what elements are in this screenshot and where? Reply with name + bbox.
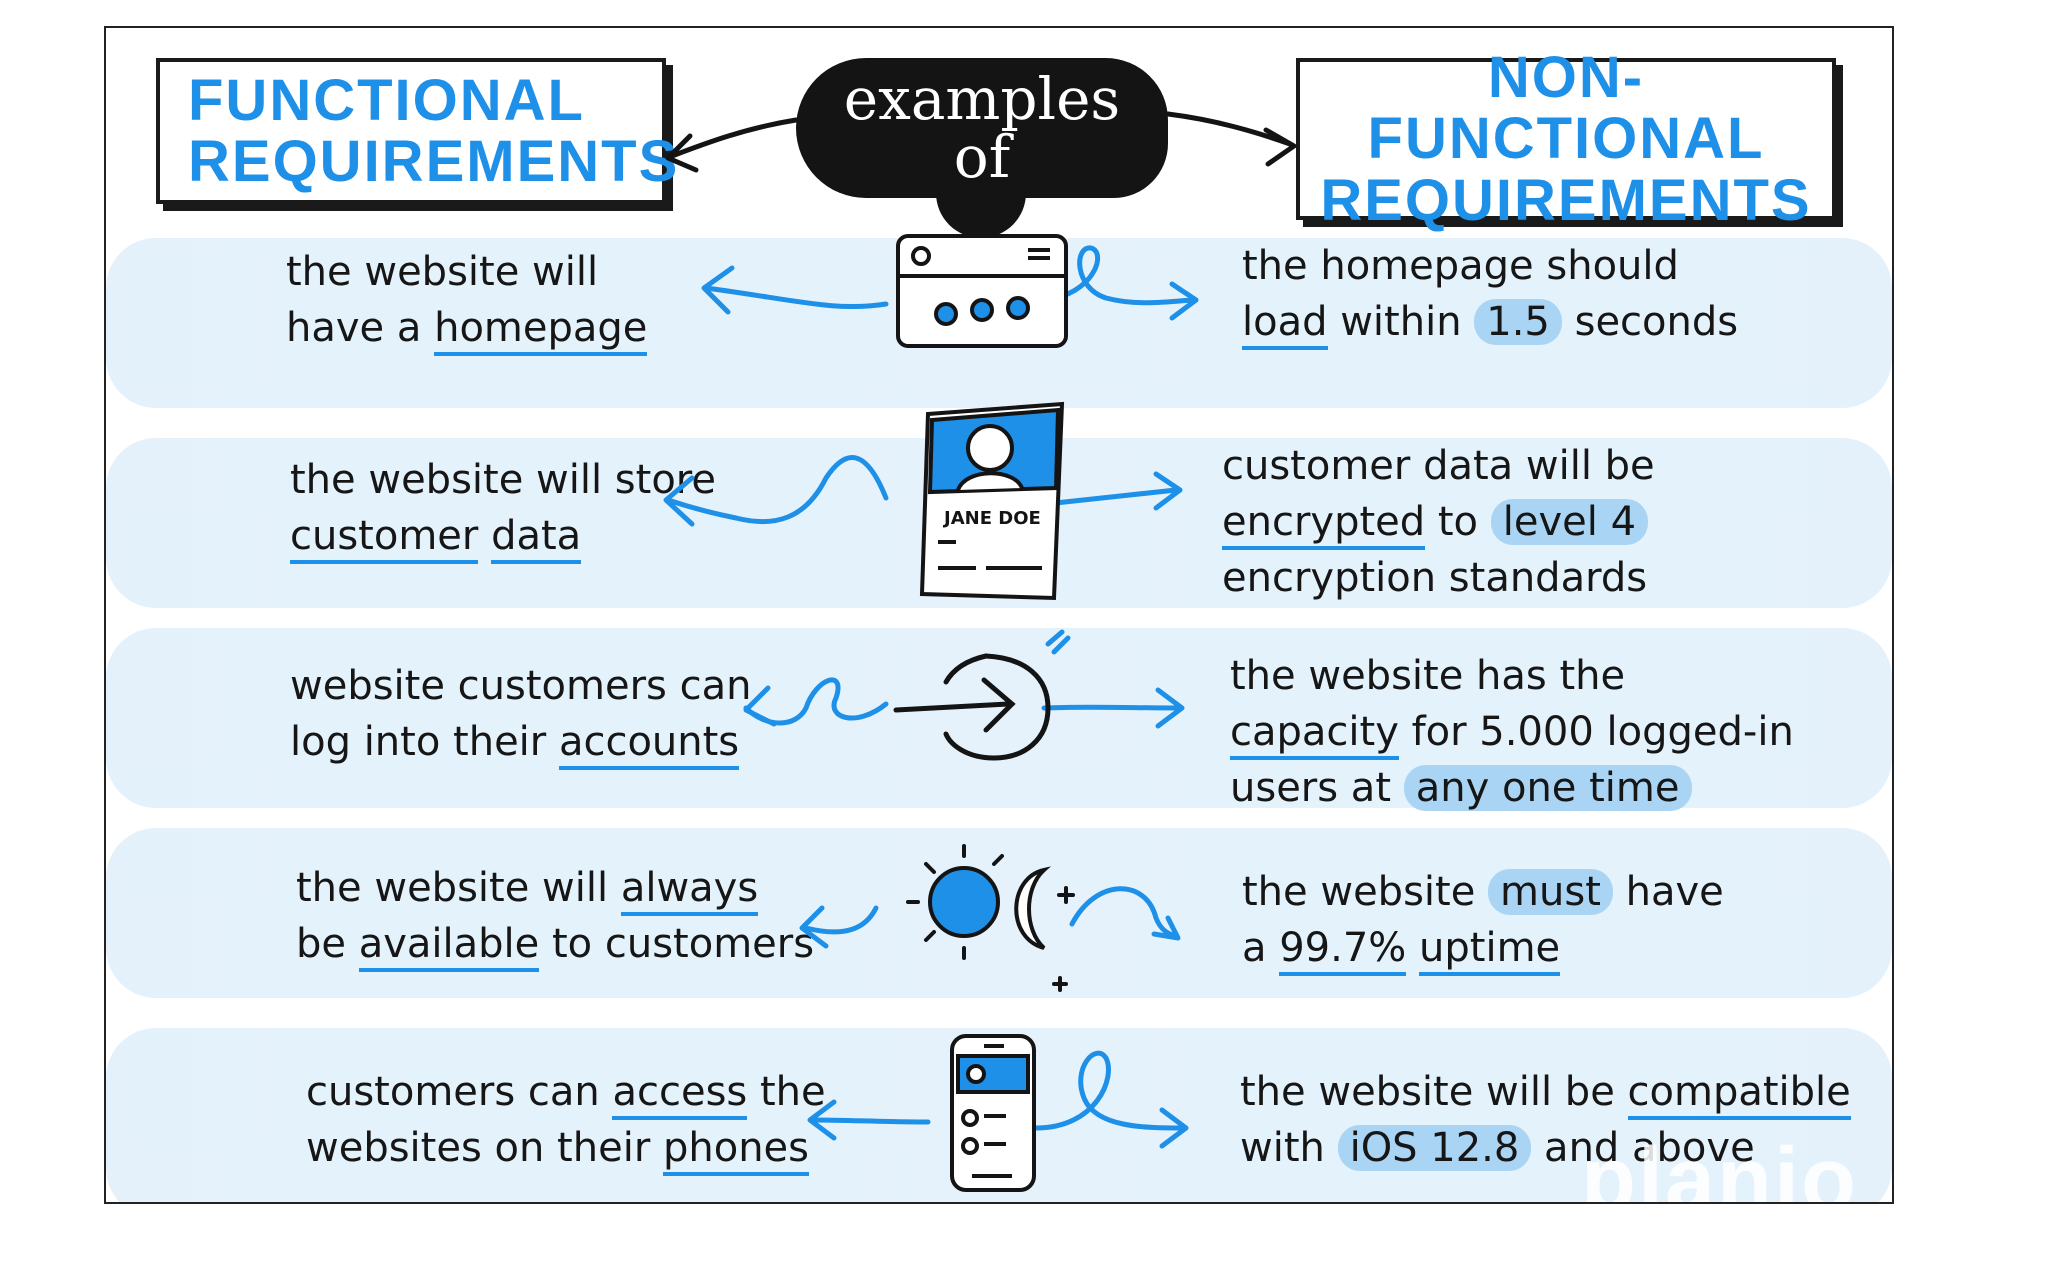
arrow-row4-right: [1069, 886, 1179, 939]
login-arrow-icon: [893, 629, 1071, 761]
sun-moon-icon: [906, 844, 1075, 992]
non-functional-requirements-title: Non-Functional Requirements: [1296, 47, 1836, 231]
arrow-row3-right-head: [1155, 687, 1185, 729]
arrow-row4-right-head: [1151, 915, 1181, 941]
arrow-row5-left: [809, 1117, 931, 1125]
title-line: Non-Functional: [1367, 44, 1765, 172]
arrow-row1-right-head: [1169, 281, 1199, 321]
header-arrow-right-head: [1263, 127, 1297, 167]
arrow-row3-left: [743, 677, 889, 726]
arrow-row3-left-head: [743, 685, 777, 727]
browser-window-icon: [896, 234, 1068, 348]
nonfunctional-example-encryption: customer data will be encrypted to level…: [1222, 443, 1655, 601]
card-name: JANE DOE: [942, 508, 1041, 529]
arrow-row1-right: [1053, 245, 1195, 306]
arrow-row5-right-head: [1159, 1107, 1189, 1149]
functional-requirements-title: Functional Requirements: [156, 58, 680, 204]
header-arrow-right: [1165, 111, 1293, 147]
functional-example-customer-data: the website will store customer data: [290, 452, 716, 564]
bubble-line: examples: [843, 65, 1121, 133]
functional-example-homepage: the website will have a homepage: [286, 244, 648, 356]
arrow-row4-left-head: [799, 905, 829, 949]
arrow-row2-left: [665, 455, 889, 525]
header-arrow-left-head: [665, 133, 699, 173]
planio-watermark: planio: [1581, 1130, 1858, 1204]
bubble-line: of: [953, 123, 1011, 191]
examples-of-bubble: examples of: [796, 58, 1168, 238]
arrow-row2-right: [1043, 487, 1179, 507]
arrow-row4-left: [803, 905, 879, 935]
title-line: Requirements: [1320, 167, 1812, 233]
arrow-row5-left-head: [807, 1099, 837, 1141]
nonfunctional-example-capacity: the website has the capacity for 5.000 l…: [1230, 653, 1794, 811]
arrow-row3-right: [1041, 704, 1181, 711]
arrow-row5-right: [1033, 1050, 1187, 1131]
nonfunctional-example-uptime: the website must have a 99.7% uptime: [1242, 864, 1724, 976]
arrow-row1-left-head: [701, 265, 735, 315]
functional-example-login: website customers can log into their acc…: [290, 658, 751, 770]
nonfunctional-example-compatibility: the website will be compatible with iOS …: [1240, 1069, 1851, 1171]
title-line: Requirements: [188, 129, 680, 194]
arrow-row2-right-head: [1153, 471, 1183, 511]
infographic-frame: Functional Requirements examples of Non-…: [104, 26, 1894, 1204]
id-card-icon: [919, 401, 1065, 601]
header-arrow-left: [669, 117, 799, 159]
functional-example-phones: customers can access the websites on the…: [306, 1064, 826, 1176]
title-line: Functional: [188, 67, 585, 133]
nonfunctional-example-load-time: the homepage should load within 1.5 seco…: [1242, 238, 1738, 350]
arrow-row2-left-head: [663, 475, 695, 527]
drawing-layer: JANE DOE: [663, 111, 1297, 1192]
smartphone-icon: [950, 1034, 1036, 1192]
arrow-row1-left: [703, 285, 889, 310]
functional-example-availability: the website will always be available to …: [296, 860, 814, 972]
